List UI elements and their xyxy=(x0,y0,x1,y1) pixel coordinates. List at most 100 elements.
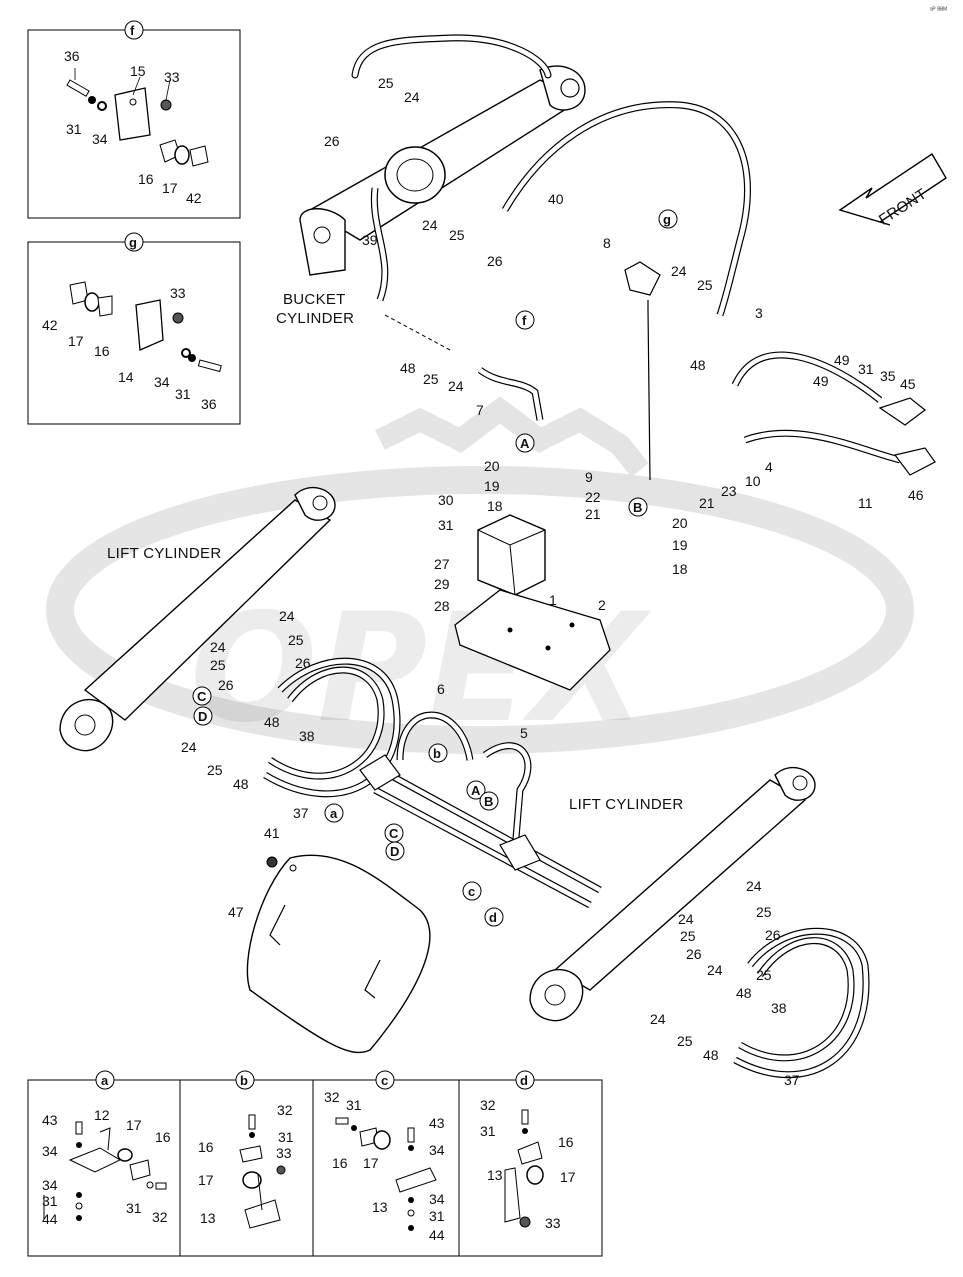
label-f-17: 17 xyxy=(162,180,178,196)
label-d-33: 33 xyxy=(545,1215,561,1231)
valve-block xyxy=(454,514,611,691)
lift-cylinder-title-left: LIFT CYLINDER xyxy=(107,545,221,562)
part-label: 9 xyxy=(585,469,593,485)
part-label: 48 xyxy=(736,985,752,1001)
bottom-detail-strip xyxy=(27,1079,603,1257)
label-b-16: 16 xyxy=(198,1139,214,1155)
part-label: 25 xyxy=(756,904,772,920)
part-label: 31 xyxy=(858,361,874,377)
part-label: 26 xyxy=(218,677,234,693)
part-label: 25 xyxy=(207,762,223,778)
part-label: 23 xyxy=(721,483,737,499)
part-label: 2 xyxy=(598,597,606,613)
label-a-16: 16 xyxy=(155,1129,171,1145)
front-arrow: FRONT xyxy=(838,153,947,229)
part-label: 37 xyxy=(784,1072,800,1088)
label-f-15: 15 xyxy=(130,63,146,79)
part-label: 24 xyxy=(678,911,694,927)
callout-a: a xyxy=(330,806,338,821)
central-pipes xyxy=(359,711,602,909)
part-label: 48 xyxy=(264,714,280,730)
label-d-16: 16 xyxy=(558,1134,574,1150)
part-label: 3 xyxy=(755,305,763,321)
part-label: 25 xyxy=(680,928,696,944)
part-label: 24 xyxy=(210,639,226,655)
part-label: 31 xyxy=(438,517,454,533)
label-a-44: 44 xyxy=(42,1211,58,1227)
part-label: 18 xyxy=(487,498,503,514)
label-g-36: 36 xyxy=(201,396,217,412)
label-f-33: 33 xyxy=(164,69,180,85)
label-b-13: 13 xyxy=(200,1210,216,1226)
callout-C-left: C xyxy=(197,689,207,704)
part-label: 38 xyxy=(299,728,315,744)
part-label: 6 xyxy=(437,681,445,697)
label-f-31: 31 xyxy=(66,121,82,137)
part-label: 24 xyxy=(746,878,762,894)
part-label: 40 xyxy=(548,191,564,207)
part-label: 48 xyxy=(690,357,706,373)
part-label: 29 xyxy=(434,576,450,592)
label-f-16: 16 xyxy=(138,171,154,187)
callout-b: b xyxy=(433,746,441,761)
label-d-13: 13 xyxy=(487,1167,503,1183)
callout-C-center: C xyxy=(389,826,399,841)
part-label: 47 xyxy=(228,904,244,920)
part-label: 20 xyxy=(672,515,688,531)
callout-D-center: D xyxy=(390,844,399,859)
callout-d: d xyxy=(489,910,497,925)
label-a-34b: 34 xyxy=(42,1177,58,1193)
part-label: 35 xyxy=(880,368,896,384)
bucket-cylinder-title-1: BUCKET xyxy=(283,291,346,308)
part-label: 38 xyxy=(771,1000,787,1016)
part-label: 24 xyxy=(279,608,295,624)
part-label: 49 xyxy=(813,373,829,389)
part-label: 18 xyxy=(672,561,688,577)
part-label: 24 xyxy=(448,378,464,394)
part-label: 10 xyxy=(745,473,761,489)
part-label: 25 xyxy=(697,277,713,293)
part-label: 5 xyxy=(520,725,528,741)
label-c-13: 13 xyxy=(372,1199,388,1215)
part-label: 7 xyxy=(476,402,484,418)
part-label: 45 xyxy=(900,376,916,392)
part-label: 24 xyxy=(650,1011,666,1027)
label-c-31: 31 xyxy=(346,1097,362,1113)
detail-box-a: a 43 12 34 17 16 34 31 44 31 32 xyxy=(42,1070,171,1227)
callout-letters: A A B B C D C D a b c d f g xyxy=(192,209,678,927)
part-label: 1 xyxy=(549,592,557,608)
part-label: 19 xyxy=(484,478,500,494)
detail-letter-d: d xyxy=(520,1073,528,1088)
main-part-labels: 25 24 26 24 25 26 40 39 8 24 25 48 3 48 … xyxy=(181,75,924,1088)
part-label: 21 xyxy=(585,506,601,522)
part-label: 30 xyxy=(438,492,454,508)
part-label: 26 xyxy=(686,946,702,962)
watermark xyxy=(46,396,914,754)
label-a-31b: 31 xyxy=(126,1200,142,1216)
label-a-12: 12 xyxy=(94,1107,110,1123)
part-label: 24 xyxy=(422,217,438,233)
label-g-34: 34 xyxy=(154,374,170,390)
detail-letter-b: b xyxy=(240,1073,248,1088)
label-c-44: 44 xyxy=(429,1227,445,1243)
part-label: 48 xyxy=(400,360,416,376)
callout-A-bottom: A xyxy=(471,783,481,798)
detail-box-g: g 33 42 17 16 14 34 31 36 xyxy=(27,232,241,425)
label-d-17: 17 xyxy=(560,1169,576,1185)
part-label: 11 xyxy=(858,495,873,511)
lift-cylinder-title-right: LIFT CYLINDER xyxy=(569,796,683,813)
label-c-34: 34 xyxy=(429,1142,445,1158)
part-label: 27 xyxy=(434,556,450,572)
part-label: 20 xyxy=(484,458,500,474)
part-label: 19 xyxy=(672,537,688,553)
part-label: 24 xyxy=(671,263,687,279)
detail-letter-a: a xyxy=(101,1073,109,1088)
hose-loops-right xyxy=(733,927,870,1079)
callout-B-bottom: B xyxy=(484,794,493,809)
part-label: 25 xyxy=(423,371,439,387)
callout-g: g xyxy=(663,212,671,227)
part-label: 46 xyxy=(908,487,924,503)
label-f-42: 42 xyxy=(186,190,202,206)
label-b-33: 33 xyxy=(276,1145,292,1161)
